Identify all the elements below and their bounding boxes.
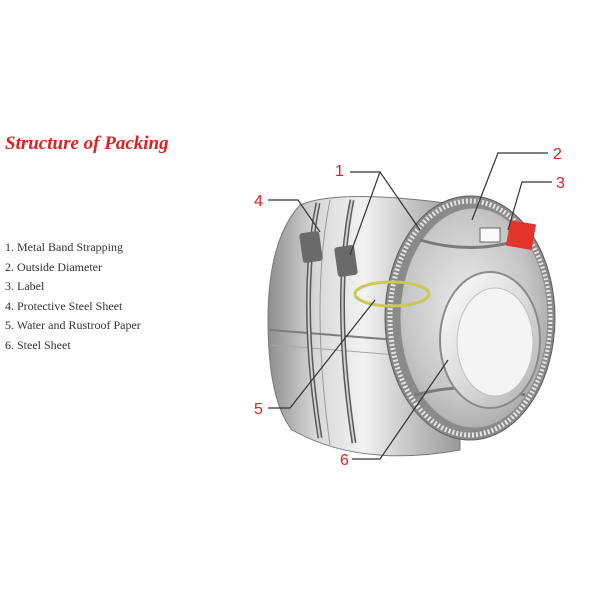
callout-5: 5 xyxy=(254,401,263,418)
callout-4: 4 xyxy=(254,193,263,210)
callout-2: 2 xyxy=(553,146,562,163)
callout-1: 1 xyxy=(335,163,344,180)
callout-6: 6 xyxy=(340,452,349,469)
callout-3: 3 xyxy=(556,175,565,192)
label-tag xyxy=(506,220,536,250)
steel-coil-image xyxy=(268,196,555,456)
